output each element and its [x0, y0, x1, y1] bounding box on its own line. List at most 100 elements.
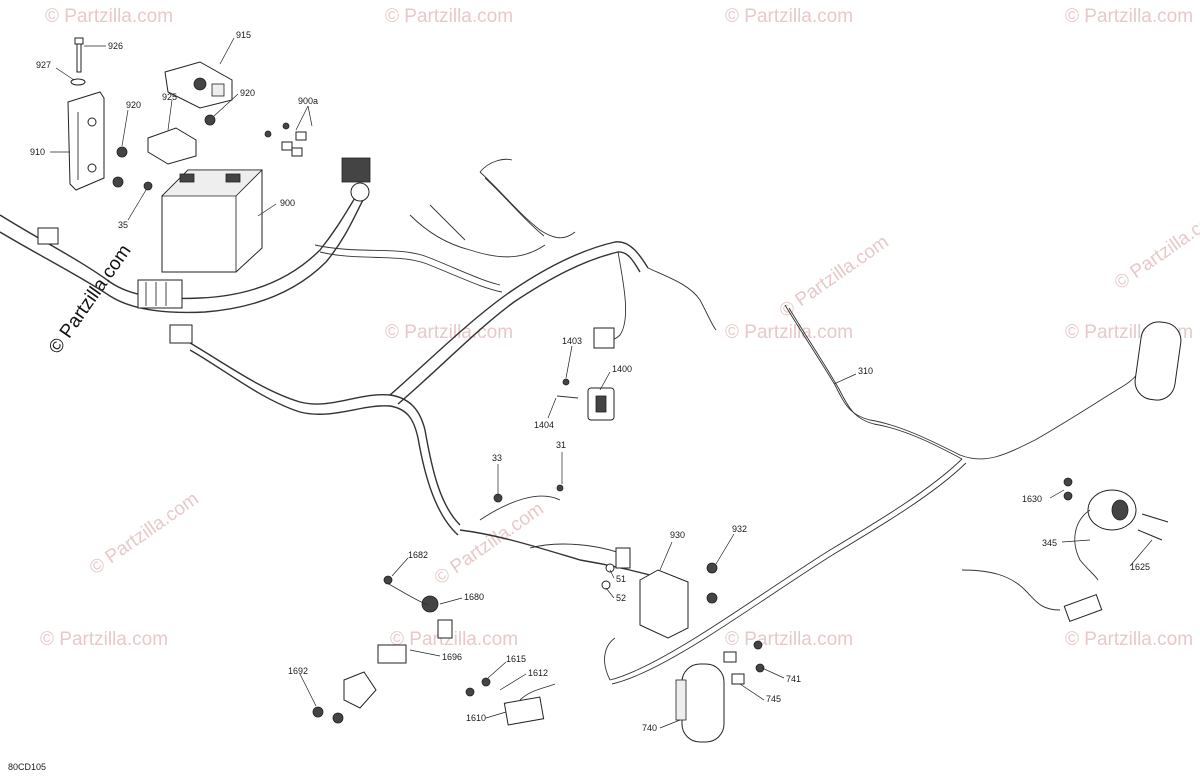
callout-1404[interactable]: 1404: [534, 420, 554, 430]
callout-1630[interactable]: 1630: [1022, 494, 1042, 504]
callout-920[interactable]: 920: [126, 100, 141, 110]
bolt-1682: [383, 575, 393, 585]
nut-1615: [481, 677, 491, 687]
callout-1403[interactable]: 1403: [562, 336, 582, 346]
callout-1680[interactable]: 1680: [464, 592, 484, 602]
callout-900a[interactable]: 900a: [298, 96, 318, 106]
relay-block: [341, 157, 371, 183]
bolt-926: [74, 37, 84, 73]
bracket-1692: [343, 671, 377, 709]
bolt-31: [556, 484, 564, 492]
callout-35[interactable]: 35: [118, 220, 128, 230]
harness-1625: [961, 569, 1103, 622]
callout-1696[interactable]: 1696: [442, 652, 462, 662]
holder-915: [164, 61, 233, 109]
nut-920b: [204, 114, 216, 126]
washer-51: [605, 563, 615, 573]
clip-745a: [723, 651, 737, 663]
nut-1630b: [1063, 491, 1073, 501]
clip-745b: [731, 673, 745, 685]
callout-926[interactable]: 926: [108, 41, 123, 51]
sensor-1696: [377, 644, 407, 664]
callout-900[interactable]: 900: [280, 198, 295, 208]
watermark: © Partzilla.com: [385, 6, 513, 27]
watermark: © Partzilla.com: [1111, 203, 1200, 294]
grommet: [350, 182, 370, 202]
connector-left: [37, 227, 59, 245]
watermark: © Partzilla.com: [725, 6, 853, 27]
nut-35a: [112, 176, 124, 188]
callout-930[interactable]: 930: [670, 530, 685, 540]
watermark: © Partzilla.com: [1065, 629, 1193, 650]
battery-900: [161, 169, 263, 273]
connector-low: [169, 324, 193, 344]
callout-1610[interactable]: 1610: [466, 713, 486, 723]
callout-910[interactable]: 910: [30, 147, 45, 157]
diagram-code: 80CD105: [8, 762, 46, 772]
callout-741[interactable]: 741: [786, 674, 801, 684]
nut-33: [493, 493, 503, 503]
callout-932[interactable]: 932: [732, 524, 747, 534]
callout-927[interactable]: 927: [36, 60, 51, 70]
harness-310: [604, 304, 1143, 685]
callout-1615[interactable]: 1615: [506, 654, 526, 664]
watermark: © Partzilla.com: [40, 629, 168, 650]
callout-1400[interactable]: 1400: [612, 364, 632, 374]
callout-51[interactable]: 51: [616, 574, 626, 584]
callout-345[interactable]: 345: [1042, 538, 1057, 548]
bolt-741a: [753, 640, 763, 650]
bolt-1692a: [312, 706, 324, 718]
watermark: © Partzilla.com: [390, 629, 518, 650]
callout-310[interactable]: 310: [858, 366, 873, 376]
bolt-741b: [755, 663, 765, 673]
callout-52[interactable]: 52: [616, 593, 626, 603]
nut-35: [143, 181, 153, 191]
leader-lines: [50, 37, 1153, 729]
callout-925[interactable]: 925: [162, 92, 177, 102]
nut-932a: [706, 562, 718, 574]
nut-920: [116, 146, 128, 158]
callout-31[interactable]: 31: [556, 440, 566, 450]
component-345: [1074, 489, 1137, 581]
callout-740[interactable]: 740: [642, 723, 657, 733]
nut-1612: [465, 687, 475, 697]
cover-925: [147, 127, 197, 165]
terminals-900a: [264, 122, 307, 157]
nut-932b: [706, 592, 718, 604]
watermark: © Partzilla.com: [725, 322, 853, 343]
watermark: © Partzilla.com: [776, 231, 893, 322]
bracket-910: [67, 91, 105, 191]
bolt-1692b: [332, 712, 344, 724]
watermark: © Partzilla.com: [431, 498, 548, 589]
sensor-1680: [384, 581, 453, 639]
partzilla-logo-watermark: © Partzilla.com: [45, 241, 136, 358]
callout-1612[interactable]: 1612: [528, 668, 548, 678]
callout-1625[interactable]: 1625: [1130, 562, 1150, 572]
callout-920b[interactable]: 920: [240, 88, 255, 98]
bolt-1625a: [1141, 513, 1169, 523]
main-harness: [0, 189, 717, 576]
solenoid-1400: [556, 327, 615, 421]
washer-927: [70, 78, 86, 86]
callout-33[interactable]: 33: [492, 453, 502, 463]
callout-915[interactable]: 915: [236, 30, 251, 40]
bolt-1625b: [1137, 529, 1163, 541]
watermark: © Partzilla.com: [1065, 6, 1193, 27]
upper-harness-cluster: [314, 158, 576, 293]
module-930: [615, 547, 689, 639]
light-740: [675, 663, 725, 743]
watermark: © Partzilla.com: [45, 6, 173, 27]
nut-1630a: [1063, 477, 1073, 487]
watermark: © Partzilla.com: [385, 322, 513, 343]
washer-52: [601, 580, 611, 590]
callout-1682[interactable]: 1682: [408, 550, 428, 560]
callout-labels: 926 927 915 920 925 900a 910 920 35 900 …: [30, 30, 1150, 733]
callout-745[interactable]: 745: [766, 694, 781, 704]
watermark: © Partzilla.com: [86, 488, 203, 579]
module-1610: [503, 683, 556, 726]
callout-1692[interactable]: 1692: [288, 666, 308, 676]
light-upper-right: [1134, 321, 1182, 401]
main-connector: [137, 279, 183, 309]
watermark: © Partzilla.com: [725, 629, 853, 650]
